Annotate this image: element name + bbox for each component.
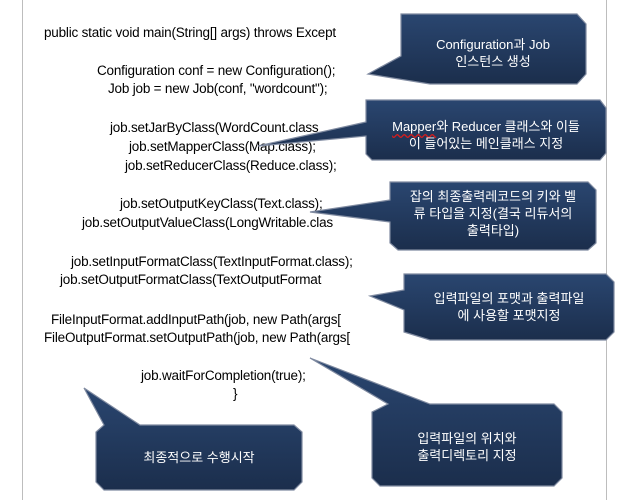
callout-formats-shape xyxy=(367,273,615,341)
code-line-set-jar: job.setJarByClass(WordCount.class xyxy=(110,120,319,135)
callout-config-job-shape xyxy=(366,13,587,85)
callout-formats-line2: 에 사용할 포맷지정 xyxy=(457,308,561,323)
callout-config-job-line2: 인스턴스 생성 xyxy=(455,54,531,69)
callout-execution-shape xyxy=(83,387,303,491)
callout-mapper-reducer: Mapper와 Reducer 클래스와 이들 이 들어있는 메인클래스 지정 xyxy=(366,118,606,152)
page-frame-left xyxy=(22,0,23,500)
callout-paths: 입력파일의 위치와 출력디렉토리 지정 xyxy=(372,430,562,464)
code-line-wait-for-completion: job.waitForCompletion(true); xyxy=(141,368,306,383)
callout-paths-shape xyxy=(309,357,563,487)
callout-output-kv: 잡의 최종출력레코드의 키와 벨 류 타입을 지정(결국 리듀서의 출력타입) xyxy=(390,188,596,239)
code-line-set-output-key: job.setOutputKeyClass(Text.class); xyxy=(120,196,323,211)
callout-output-kv-shape xyxy=(309,181,597,251)
callout-mapper-reducer-line2: 이 들어있는 메인클래스 지정 xyxy=(408,136,564,151)
code-line-main-signature: public static void main(String[] args) t… xyxy=(44,25,336,40)
code-line-job-instance: Job job = new Job(conf, "wordcount"); xyxy=(108,81,328,96)
code-line-set-mapper: job.setMapperClass(Map.class); xyxy=(129,139,316,154)
page-frame-right xyxy=(606,0,607,500)
callout-execution: 최종적으로 수행시작 xyxy=(96,449,302,466)
callout-paths-line1: 입력파일의 위치와 xyxy=(417,431,517,446)
callout-formats: 입력파일의 포맷과 출력파일 에 사용할 포맷지정 xyxy=(404,290,614,324)
mapper-line1-rest: 와 Reducer 클래스와 이들 xyxy=(436,119,580,134)
callout-output-kv-line2: 류 타입을 지정(결국 리듀서의 xyxy=(413,206,573,221)
callout-paths-line2: 출력디렉토리 지정 xyxy=(417,448,517,463)
callout-config-job-line1: Configuration과 Job xyxy=(436,37,550,52)
callout-config-job: Configuration과 Job 인스턴스 생성 xyxy=(404,36,582,70)
mapper-word: Mapper xyxy=(392,119,437,134)
callout-mapper-reducer-line1: Mapper와 Reducer 클래스와 이들 xyxy=(366,118,606,135)
code-line-set-output-value: job.setOutputValueClass(LongWritable.cla… xyxy=(82,215,333,230)
callout-execution-line1: 최종적으로 수행시작 xyxy=(143,450,255,465)
callout-formats-line1: 입력파일의 포맷과 출력파일 xyxy=(433,291,585,306)
callout-output-kv-line3: 출력타입) xyxy=(466,223,520,238)
code-line-set-output-path: FileOutputFormat.setOutputPath(job, new … xyxy=(44,330,350,345)
callout-output-kv-line1: 잡의 최종출력레코드의 키와 벨 xyxy=(409,189,577,204)
code-line-add-input-path: FileInputFormat.addInputPath(job, new Pa… xyxy=(51,312,341,327)
code-line-closing-brace: } xyxy=(233,386,238,401)
code-line-configuration: Configuration conf = new Configuration()… xyxy=(97,63,336,78)
code-line-set-reducer: job.setReducerClass(Reduce.class); xyxy=(125,158,337,173)
code-line-set-output-format: job.setOutputFormatClass(TextOutputForma… xyxy=(60,272,322,287)
code-line-set-input-format: job.setInputFormatClass(TextInputFormat.… xyxy=(71,254,353,269)
callout-mapper-reducer-shape xyxy=(257,99,607,161)
